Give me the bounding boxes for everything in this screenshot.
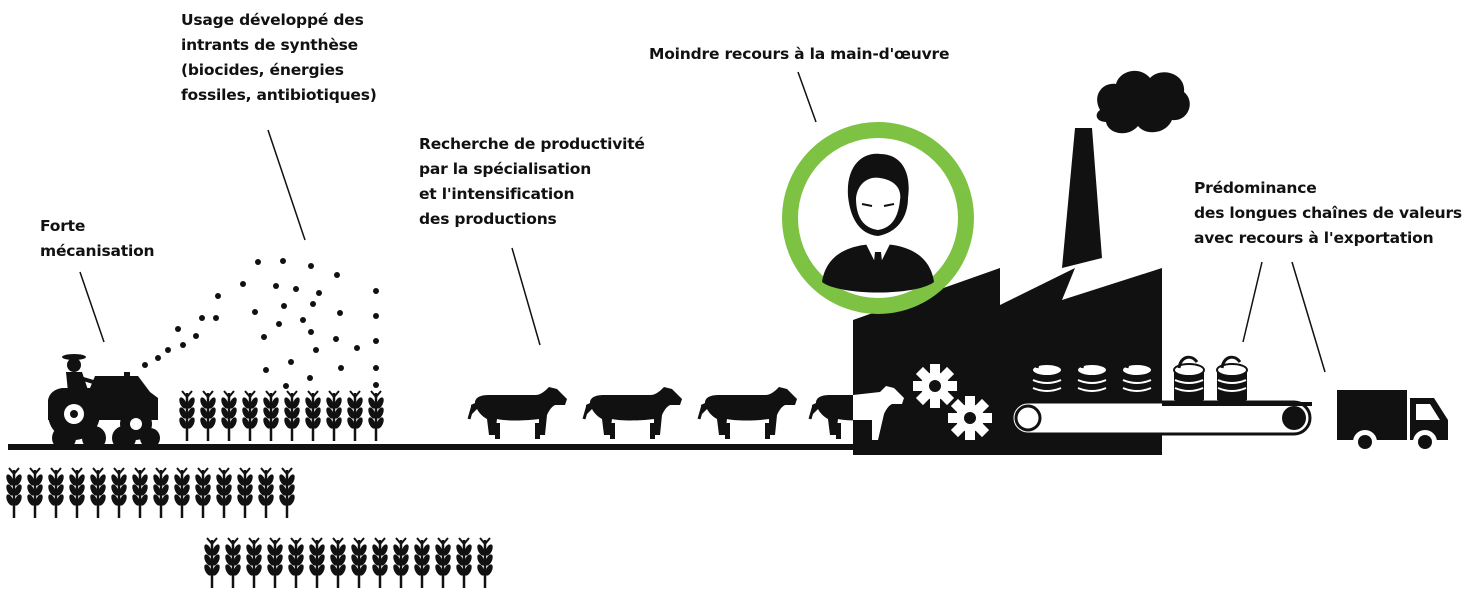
label-main-oeuvre: Moindre recours à la main-d'œuvre — [649, 42, 949, 67]
label-line: mécanisation — [40, 242, 155, 260]
ground-line — [8, 444, 858, 450]
wheat-field-top — [176, 389, 387, 443]
truck-icon — [1337, 390, 1448, 454]
label-line: (biocides, énergies — [181, 61, 344, 79]
label-line: avec recours à l'exportation — [1194, 229, 1434, 247]
can-icon — [1172, 355, 1206, 405]
label-line: des longues chaînes de valeurs — [1194, 204, 1462, 222]
label-line: fossiles, antibiotiques) — [181, 86, 377, 104]
conveyor-icon — [1010, 400, 1312, 436]
worker-icon — [782, 122, 974, 314]
label-productivite: Recherche de productivité par la spécial… — [419, 132, 645, 232]
label-line: des productions — [419, 210, 557, 228]
label-line: Forte — [40, 217, 86, 235]
label-chaines: Prédominance des longues chaînes de vale… — [1194, 176, 1462, 251]
label-line: Moindre recours à la main-d'œuvre — [649, 45, 950, 63]
label-mecanisation: Forte mécanisation — [40, 214, 155, 264]
gear-icon — [948, 396, 992, 440]
label-line: et l'intensification — [419, 185, 575, 203]
cow-icon — [697, 385, 799, 441]
tractor-icon — [48, 354, 160, 450]
label-line: Recherche de productivité — [419, 135, 645, 153]
label-line: Usage développé des — [181, 11, 364, 29]
wheat-field-lower — [3, 466, 496, 590]
cow-icon — [467, 385, 569, 441]
spray-dots — [142, 258, 379, 389]
label-line: par la spécialisation — [419, 160, 592, 178]
label-intrants: Usage développé des intrants de synthèse… — [181, 8, 377, 108]
cow-emerging-icon — [853, 386, 904, 440]
can-icon — [1215, 355, 1249, 405]
gear-icon — [913, 364, 957, 408]
cow-icon — [582, 385, 684, 441]
leader-lines — [79, 71, 1326, 373]
label-line: Prédominance — [1194, 179, 1317, 197]
label-line: intrants de synthèse — [181, 36, 358, 54]
